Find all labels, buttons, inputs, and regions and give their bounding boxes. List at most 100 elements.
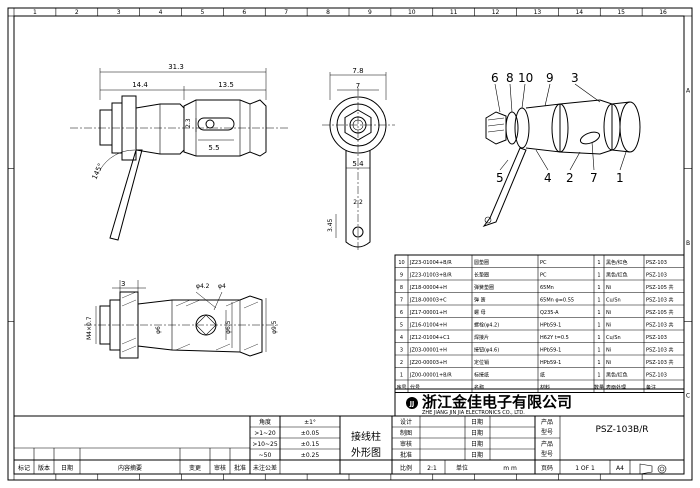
- balloon-4: 4: [544, 171, 552, 185]
- front-view: 31.3 14.4 13.5 2.3 5.5 145°: [70, 63, 290, 241]
- bom-cell: 6: [400, 310, 403, 316]
- dim-m4: M4×0.7: [86, 316, 93, 340]
- bom-cell: 长垫圈: [474, 272, 489, 279]
- revision-label: 未注公差: [253, 464, 277, 472]
- bom-cell: 标接纸: [474, 372, 489, 379]
- dim-d42: φ4.2: [196, 283, 210, 290]
- border-number: 15: [617, 9, 625, 16]
- balloon-6: 6: [491, 71, 499, 85]
- bom-cell: 黑色/红色: [606, 272, 628, 279]
- border-number: 10: [408, 9, 416, 16]
- dim-hole: 2.2: [353, 199, 363, 206]
- revision-label: 批准: [234, 464, 246, 472]
- bom-cell: 弹簧垫圈: [474, 284, 494, 291]
- tol-range-3: ~50: [259, 452, 272, 459]
- bom-cell: PSZ-103: [646, 373, 667, 379]
- unit-label: 单位: [456, 464, 468, 472]
- design-label: 设计: [400, 418, 412, 426]
- balloon-5: 5: [496, 171, 504, 185]
- scale-value: 2:1: [427, 465, 437, 472]
- bom-cell: JZ17-00001+H: [409, 310, 447, 316]
- product-label-2: 产品: [541, 440, 553, 448]
- product-label: 产品: [541, 418, 553, 426]
- scale-label: 比例: [400, 464, 412, 472]
- bom-cell: Q235-A: [540, 310, 559, 316]
- bom-cell: Cu/Sn: [606, 335, 621, 341]
- bom-cell: 7: [400, 298, 403, 304]
- border-number: 16: [659, 9, 667, 16]
- bom-header-cell: 材料: [540, 384, 550, 391]
- dim-overall: 31.3: [168, 63, 184, 71]
- border-letter: A: [686, 87, 691, 94]
- revision-label: 日期: [61, 464, 73, 472]
- bom-cell: 1: [597, 348, 600, 354]
- part-title-2: 外形图: [351, 447, 381, 459]
- revision-label: 变更: [189, 464, 201, 472]
- border-number: 6: [242, 9, 246, 16]
- company-name-en: ZHE JIANG JIN JIA ELECTRONICS CO., LTD.: [422, 410, 525, 416]
- bom-cell: 5: [400, 323, 403, 329]
- bom-cell: Ni: [606, 348, 611, 354]
- dim-tab-w: 5.4: [352, 160, 364, 168]
- border-number: 8: [326, 9, 330, 16]
- unit-value: m m: [503, 465, 517, 472]
- bom-header-cell: 序号: [396, 384, 406, 391]
- dim-d65: φ6.5: [225, 320, 232, 334]
- border-number: 14: [575, 9, 583, 16]
- title-block: JJ 浙江金佳电子有限公司 ZHE JIANG JIN JIA ELECTRON…: [13, 388, 685, 475]
- bom-cell: JZ18-00003+C: [409, 298, 447, 304]
- bom-cell: PSZ-105 共: [646, 284, 673, 291]
- dim-d6: φ6: [155, 326, 162, 334]
- bom-cell: PSZ-103 共: [646, 347, 673, 354]
- tol-value-3: ±0.25: [301, 452, 320, 459]
- dim-slot-h: 2.3: [185, 118, 192, 128]
- dim-slot-w: 5.5: [208, 144, 219, 152]
- company-logo: JJ: [409, 401, 414, 408]
- side-view: 7.8 7 5.4 2.2 3.45: [322, 67, 395, 250]
- bom-cell: 65Mn: [540, 285, 554, 291]
- bom-cell: HPb59-1: [540, 348, 561, 354]
- dim-tab-h: 3.45: [327, 218, 334, 232]
- bom-cell: JZ12-01004+C1: [409, 335, 450, 341]
- border-number: 3: [117, 9, 121, 16]
- bom-cell: 1: [597, 298, 600, 304]
- tol-header-value: ±1°: [304, 419, 316, 426]
- bom-cell: 1: [597, 310, 600, 316]
- dim-nut-len: 3: [121, 280, 125, 288]
- dim-left: 14.4: [132, 81, 148, 89]
- part-title-1: 接线柱: [351, 430, 381, 443]
- bom-cell: PSZ-105 共: [646, 309, 673, 316]
- balloon-8: 8: [506, 71, 514, 85]
- date-label-1: 日期: [471, 418, 483, 426]
- bom-cell: Ni: [606, 360, 611, 366]
- bom-cell: PSZ-103 共: [646, 322, 673, 329]
- bom-cell: 纸: [540, 372, 545, 379]
- bom-cell: 焊接片: [474, 334, 489, 341]
- sheet-label: 页码: [541, 464, 553, 472]
- code-label-2: 型号: [541, 450, 553, 458]
- dim-inner: 7: [356, 82, 360, 90]
- bom-cell: PSZ-103: [646, 260, 667, 266]
- border-number: 12: [492, 9, 500, 16]
- revision-label: 标记: [18, 464, 30, 472]
- dim-d4: φ4: [218, 283, 226, 290]
- bom-cell: Ni: [606, 285, 611, 291]
- bom-cell: 黑色/红色: [606, 259, 628, 266]
- projection-symbol: [639, 463, 667, 475]
- bom-cell: JZ18-00004+H: [409, 285, 447, 291]
- section-view: 3 M4×0.7 φ4.2 φ4 φ6 φ6.5 φ9.5: [84, 280, 280, 359]
- bom-cell: 4: [400, 335, 403, 341]
- tol-value-1: ±0.05: [301, 430, 320, 437]
- approve-label: 批准: [400, 451, 412, 459]
- bom-cell: 定位销: [474, 359, 489, 366]
- date-label-4: 日期: [471, 451, 483, 459]
- border-number: 7: [284, 9, 288, 16]
- outer-frame: [7, 7, 693, 481]
- bom-cell: PC: [540, 260, 547, 266]
- border-number: 13: [534, 9, 542, 16]
- border-number: 2: [75, 9, 79, 16]
- border-number: 11: [450, 9, 458, 16]
